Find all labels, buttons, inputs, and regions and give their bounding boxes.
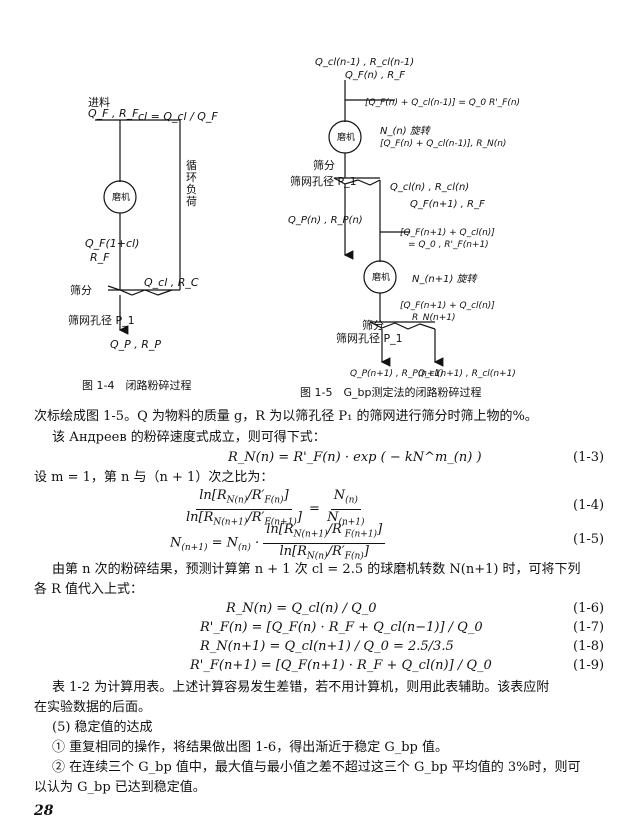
fig14-mill-feed-r: R_F — [90, 251, 110, 264]
fig15-sum-top: [Q_F(n) + Q_cl(n-1)] = Q_0 R'_F(n) — [365, 98, 521, 108]
para-5b: 在实验数据的后面。 — [34, 700, 152, 715]
fig15-sum3b: R_N(n+1) — [412, 313, 456, 323]
fig15-mill1-label: 磨机 — [337, 133, 356, 143]
fig15-sum1: [Q_F(n) + Q_cl(n-1)], R_N(n) — [380, 139, 507, 149]
eq-1-7: R'_F(n) = [Q_F(n) · R_F + Q_cl(n−1)] / Q… — [200, 620, 483, 635]
fig15-sum3a: [Q_F(n+1) + Q_cl(n)] — [400, 301, 495, 311]
fig15-sum2a: [Q_F(n+1) + Q_cl(n)] — [400, 228, 495, 238]
fig15-top-in2: Q_F(n) , R_F — [345, 70, 405, 81]
para-7: ② 在连续三个 G_bp 值中，最大值与最小值之差不超过这三个 G_bp 平均值… — [52, 760, 581, 775]
para-2: 该 Андреев 的粉碎速度式成立，则可得下式： — [52, 430, 326, 445]
eq-1-8: R_N(n+1) = Q_cl(n+1) / Q_0 = 2.5/3.5 — [200, 639, 454, 654]
fig14-screen-mesh — [107, 285, 173, 296]
fig15-p-n1: Q_P(n+1) , R_P(n+1) — [350, 369, 444, 379]
fig14-feed-label: 进料 — [88, 96, 110, 109]
eq-1-7-number: (1-7) — [573, 620, 605, 635]
fig15-screen2-mesh — [369, 321, 436, 330]
fig15-cl-n1: Q_cl(n+1) , R_cl(n+1) — [418, 369, 516, 379]
fig15-top-in: Q_cl(n-1) , R_cl(n-1) — [315, 57, 415, 68]
fig15-f-n1: Q_F(n+1) , R_F — [410, 199, 485, 210]
eq-1-4: ln[RN(n)/R′F(n)]ln[RN(n+1)/R′F(n+1)] = N… — [186, 488, 365, 528]
eq-1-9: R'_F(n+1) = [Q_F(n+1) · R_F + Q_cl(n)] /… — [190, 658, 492, 673]
fig15-sieve1-label: 筛网孔径 P_1 — [290, 175, 357, 188]
eq-1-3-number: (1-3) — [573, 450, 605, 465]
fig14-product-label: Q_P , R_P — [110, 338, 162, 351]
para-5: 表 1-2 为计算用表。上述计算容易发生差错，若不用计算机，则用此表辅助。该表应… — [52, 680, 550, 695]
eq-1-6-number: (1-6) — [573, 601, 605, 616]
fig15-mill2-label: 磨机 — [372, 273, 391, 283]
eq-1-5-number: (1-5) — [573, 532, 605, 547]
eq-1-3: R_N(n) = R'_F(n) · exp ( − kN^m_(n) ) — [228, 450, 482, 465]
fig15-rev1: N_(n) 旋转 — [380, 126, 430, 137]
fig14-circ-load-label: 循环负荷 — [186, 159, 197, 208]
fig14-sieve-label: 筛网孔径 P_1 — [68, 314, 135, 327]
para-1: 次标绘成图 1-5。Q 为物料的质量 g，R 为以筛孔径 P₁ 的筛网进行筛分时… — [34, 409, 538, 424]
fig15-rev2: N_(n+1) 旋转 — [412, 274, 477, 285]
eq-1-6: R_N(n) = Q_cl(n) / Q_0 — [226, 601, 377, 616]
fig15-cl-n: Q_cl(n) , R_cl(n) — [390, 182, 470, 193]
page-number: 28 — [34, 803, 54, 819]
eq-1-4-number: (1-4) — [573, 498, 605, 513]
fig14-return-vars: Q_cl , R_C — [144, 276, 199, 289]
eq-1-5: N(n+1) = N(n) · ln[RN(n+1)/R′F(n+1)]ln[R… — [170, 522, 386, 564]
fig15-screen1-mesh — [333, 177, 381, 186]
para-6: ① 重复相同的操作，将结果做出图 1-6，得出渐近于稳定 G_bp 值。 — [52, 740, 448, 755]
para-3: 设 m = 1，第 n 与（n + 1）次之比为： — [34, 470, 274, 485]
fig15-screen2-label: 筛分 — [362, 319, 384, 332]
fig15-sieve2-label: 筛网孔径 P_1 — [336, 332, 403, 345]
para-4: 由第 n 次的粉碎结果，预测计算第 n + 1 次 cl = 2.5 的球磨机转… — [52, 562, 581, 577]
eq-1-8-number: (1-8) — [573, 639, 605, 654]
fig14-screening-label: 筛分 — [70, 284, 92, 297]
fig15-caption: 图 1-5 G_bp测定法的闭路粉碎过程 — [300, 386, 482, 399]
fig14-mill-label: 磨机 — [112, 193, 131, 203]
fig14-mill-feed: Q_F(1+cl) — [85, 237, 140, 250]
fig14-cl-formula: cl = Q_cl / Q_F — [138, 110, 218, 123]
fig15-sum2b: = Q_0 , R'_F(n+1) — [408, 240, 489, 250]
fig15-p-n: Q_P(n) , R_P(n) — [288, 215, 363, 226]
para-4b: 各 R 值代入上式： — [34, 582, 144, 597]
eq-1-9-number: (1-9) — [573, 658, 605, 673]
fig15-screen1-label: 筛分 — [313, 159, 335, 172]
fig14-feed-vars: Q_F , R_F — [88, 107, 139, 120]
fig14-caption: 图 1-4 闭路粉碎过程 — [82, 379, 192, 392]
section-heading-5: (5) 稳定值的达成 — [52, 720, 153, 735]
para-7b: 以认为 G_bp 已达到稳定值。 — [34, 780, 206, 795]
